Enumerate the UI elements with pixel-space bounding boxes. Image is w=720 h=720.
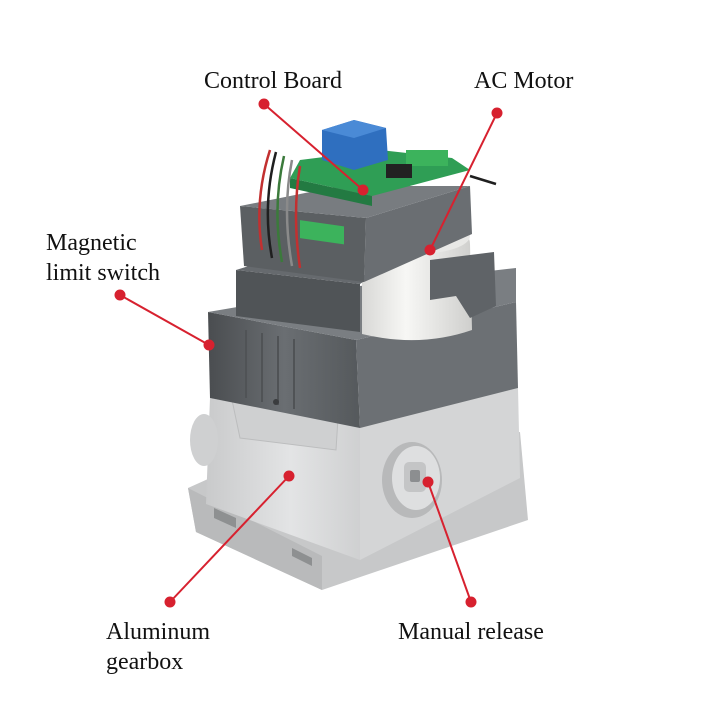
leader-manual-release	[422, 476, 477, 608]
relay-component	[322, 120, 388, 170]
label-gearbox-line1: Aluminum	[106, 619, 211, 645]
wiring	[258, 149, 497, 269]
manual-release-knob	[382, 442, 442, 518]
leader-limit-switch	[114, 289, 215, 351]
label-gearbox-line2: gearbox	[106, 649, 184, 675]
aluminum-gearbox	[188, 388, 528, 590]
leader-ac-motor	[424, 107, 503, 256]
label-limit-line2: limit switch	[46, 260, 160, 286]
label-manual-release: Manual release	[398, 619, 544, 645]
label-magnetic-limit-switch: Magnetic limit switch	[46, 228, 160, 288]
leader-gearbox	[164, 470, 295, 608]
label-aluminum-gearbox: Aluminum gearbox	[106, 617, 210, 677]
label-limit-line1: Magnetic	[46, 230, 137, 256]
leader-control-board	[258, 98, 369, 196]
label-ac-motor: AC Motor	[474, 68, 574, 94]
control-board	[290, 120, 470, 245]
label-control-board: Control Board	[204, 68, 342, 94]
leader-lines	[114, 98, 503, 608]
